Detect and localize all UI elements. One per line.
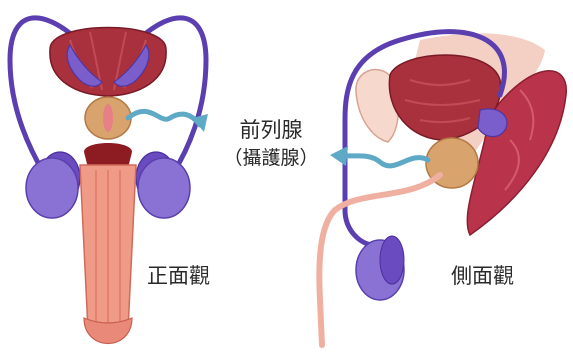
front-view-diagram <box>10 18 208 344</box>
prostate-label: 前列腺 <box>211 117 331 143</box>
side-arrow <box>342 155 428 166</box>
side-arrowhead <box>330 146 348 166</box>
side-view-diagram <box>319 32 566 345</box>
epididymis-side <box>380 236 404 284</box>
front-arrow <box>128 111 200 125</box>
right-testis <box>138 158 190 218</box>
left-testis <box>26 158 78 218</box>
prostate-alt-label: （攝護腺） <box>211 146 331 170</box>
front-view-label: 正面觀 <box>147 263 210 289</box>
side-view-label: 側面觀 <box>451 263 514 289</box>
prostate-urethra-front <box>103 104 113 132</box>
seminal-vesicle-side <box>478 109 507 137</box>
bladder-front <box>50 28 166 97</box>
